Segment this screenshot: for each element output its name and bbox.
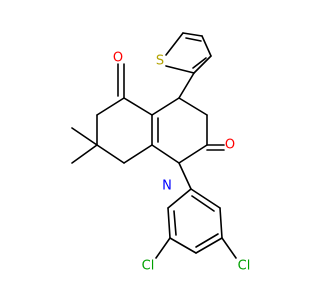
bond-n-aryl (178, 162, 192, 190)
bond-c2-c3 (182, 32, 203, 37)
bond-ar3-cl (155, 237, 171, 259)
bond-ar4-ar5 (195, 237, 223, 254)
bond-c4-c3 (178, 97, 208, 116)
bond-c7-me2 (71, 144, 98, 164)
bond-ar6-ar1 (190, 188, 221, 209)
bond-c3-c4 (201, 35, 212, 57)
bond-c7-c8 (96, 144, 125, 164)
bond-ar6-ar1-inner (191, 195, 215, 212)
bond-ar4-ar5-inner (195, 233, 219, 248)
bond-c4a-c5 (123, 97, 153, 116)
bond-layer (71, 32, 237, 259)
bond-ar1-ar2 (167, 188, 192, 209)
bond-thienyl-c4 (178, 72, 195, 99)
bond-c4-c5 (193, 55, 212, 74)
atom-label-oxygen-lactam: O (225, 138, 235, 153)
atom-label-layer: S O O N Cl Cl (113, 51, 250, 274)
bond-ar2-ar3 (167, 207, 171, 239)
bond-c2-c3-inner (185, 37, 202, 42)
bond-c8-c8a (123, 144, 153, 164)
bond-c5-c6 (96, 97, 125, 116)
atom-label-chlorine-right: Cl (238, 259, 251, 274)
atom-label-sulfur: S (156, 54, 164, 69)
atom-label-nitrogen: N (162, 179, 172, 194)
atom-label-chlorine-left: Cl (142, 259, 155, 274)
bond-ar5-ar6 (219, 207, 223, 239)
bond-s-c5 (165, 65, 195, 74)
bond-ar5-cl (221, 237, 237, 259)
bond-ar3-ar4 (169, 237, 197, 254)
bond-c4a-c4 (151, 97, 180, 116)
bond-c4-c5-inner (192, 57, 207, 69)
bond-ar2-ar3-inner (173, 210, 177, 236)
structure-diagram: S O O N Cl Cl (71, 32, 250, 274)
bond-c2-n (178, 144, 208, 164)
bond-c7-me1 (71, 127, 98, 146)
bond-s-c2 (165, 32, 184, 56)
atom-label-oxygen-ketone: O (113, 51, 123, 66)
bond-n-c8a (151, 144, 180, 164)
